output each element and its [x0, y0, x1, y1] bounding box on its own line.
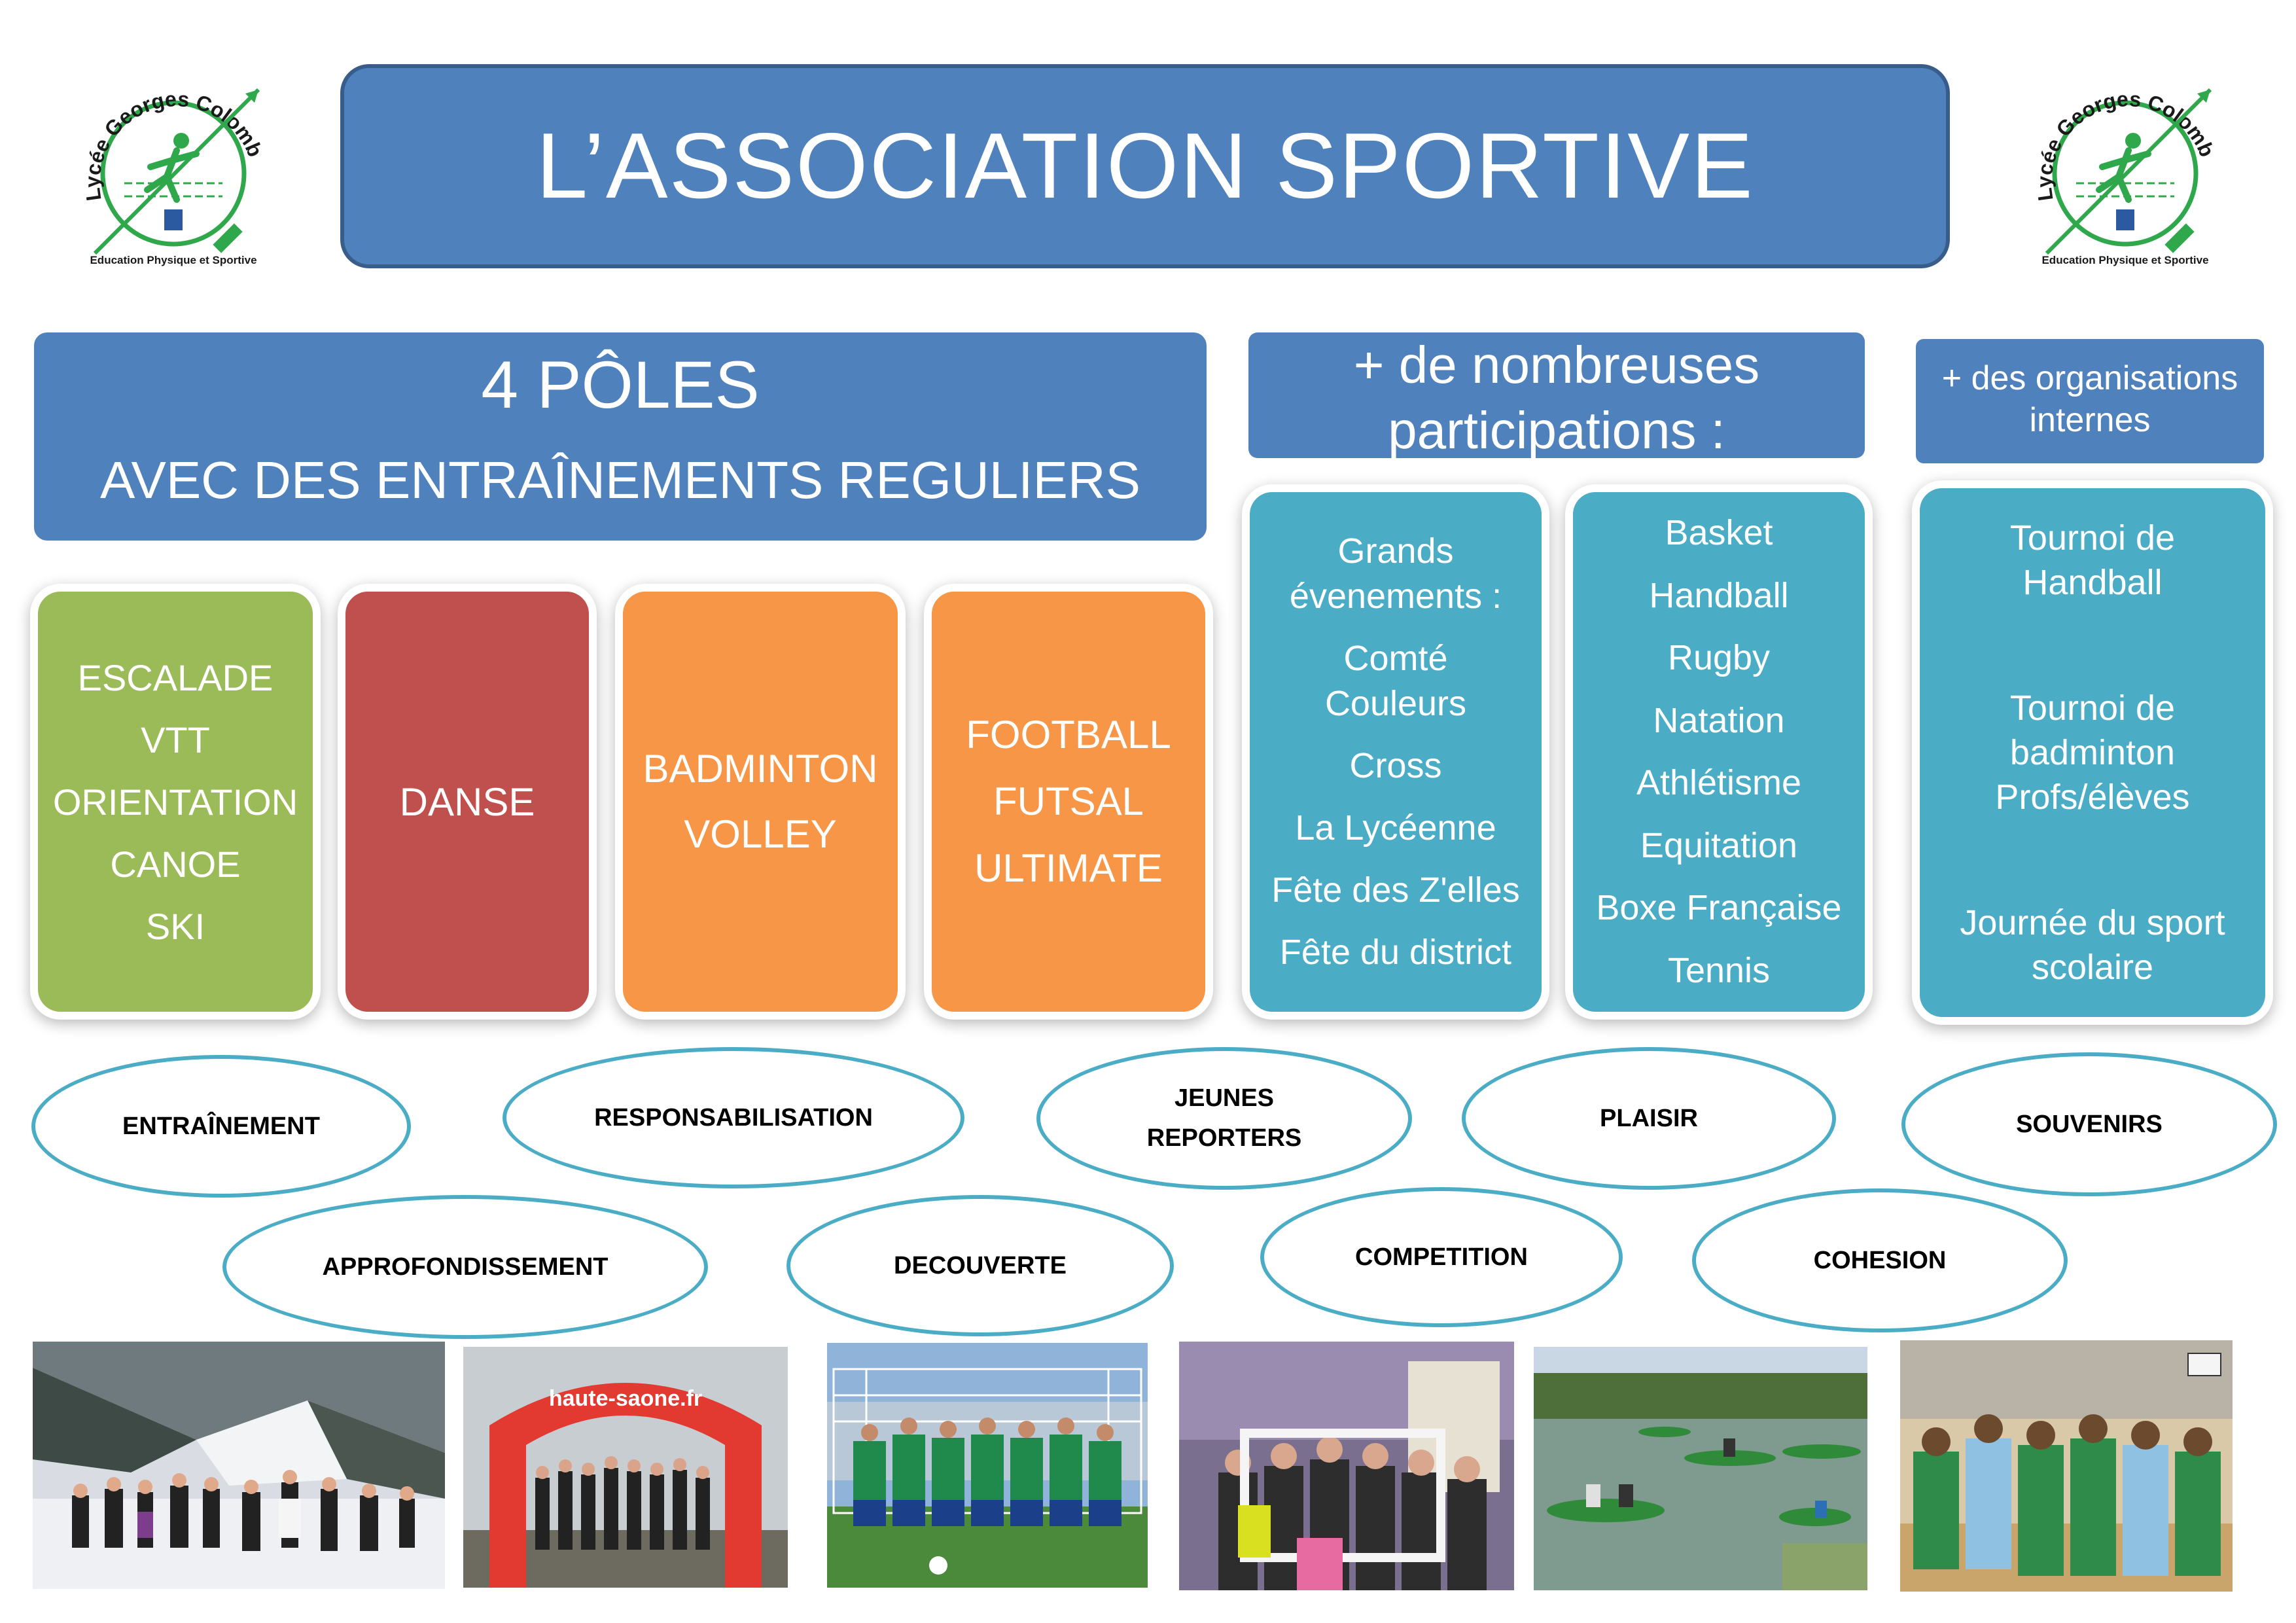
value-oval-memories: SOUVENIRS	[1901, 1052, 2277, 1196]
event-item: Cross	[1349, 746, 1442, 785]
sport-item: Tennis	[1667, 950, 1771, 990]
poles-subtitle: AVEC DES ENTRAÎNEMENTS REGULIERS	[100, 451, 1140, 509]
internal-item: Profs/élèves	[1995, 777, 2190, 817]
pole-card-racket: BADMINTON VOLLEY	[623, 592, 898, 1012]
participations-header: + de nombreuses participations :	[1248, 332, 1865, 459]
event-item: La Lycéenne	[1295, 808, 1496, 847]
pole-item: VTT	[141, 719, 210, 760]
value-label: RESPONSABILISATION	[594, 1103, 873, 1132]
sport-item: Athlétisme	[1636, 763, 1802, 802]
value-oval-competition: COMPETITION	[1260, 1187, 1623, 1327]
poles-title: 4 PÔLES	[481, 348, 760, 422]
photo-run-arch: haute-saone.fr	[463, 1347, 788, 1588]
internal-card: Tournoi de Handball Tournoi de badminton…	[1920, 488, 2265, 1017]
pole-item: VOLLEY	[684, 812, 837, 856]
event-item: Couleurs	[1324, 684, 1467, 723]
pole-item: ESCALADE	[77, 656, 274, 698]
internal-item: scolaire	[2031, 948, 2154, 987]
sports-card: Basket Handball Rugby Natation Athlétism…	[1573, 492, 1865, 1012]
internal-item: Journée du sport	[1960, 903, 2225, 942]
pole-item: ULTIMATE	[974, 846, 1163, 890]
event-item: Grands	[1337, 531, 1454, 571]
internal-item: Tournoi de	[2009, 518, 2176, 558]
value-label: DECOUVERTE	[894, 1251, 1067, 1279]
value-oval-fun: PLAISIR	[1462, 1047, 1836, 1190]
photo-reporters-frame	[1179, 1342, 1514, 1590]
sport-item: Rugby	[1667, 638, 1771, 677]
photo-canoe	[1534, 1347, 1867, 1590]
event-item: évenements :	[1289, 577, 1502, 616]
pole-item: SKI	[145, 905, 205, 947]
photo-football-team	[827, 1343, 1148, 1588]
pole-item: CANOE	[110, 843, 241, 885]
pole-item: FOOTBALL	[966, 713, 1171, 757]
value-label: PLAISIR	[1600, 1104, 1698, 1132]
internal-title-line1: + des organisations	[1941, 359, 2238, 397]
value-oval-discovery: DECOUVERTE	[786, 1195, 1174, 1336]
photo-ski	[33, 1342, 445, 1589]
pole-item: ORIENTATION	[52, 781, 298, 823]
pole-card-team: FOOTBALL FUTSAL ULTIMATE	[932, 592, 1205, 1012]
sport-item: Boxe Française	[1596, 888, 1842, 927]
value-label: SOUVENIRS	[2016, 1110, 2163, 1138]
sport-item: Basket	[1665, 513, 1773, 552]
participations-title-line1: + de nombreuses	[1353, 336, 1760, 394]
pole-item: FUTSAL	[993, 779, 1144, 823]
photo-gym-cohesion	[1900, 1340, 2233, 1592]
pole-item: DANSE	[399, 779, 535, 824]
poles-header: 4 PÔLES AVEC DES ENTRAÎNEMENTS REGULIERS	[34, 332, 1207, 541]
value-oval-responsibility: RESPONSABILISATION	[503, 1047, 964, 1188]
sport-item: Equitation	[1640, 825, 1798, 865]
logo-caption: Education Physique et Sportive	[90, 254, 256, 266]
pole-item: BADMINTON	[643, 747, 878, 791]
school-logo-right: Lycée Georges Colomb Education Physique …	[2014, 62, 2236, 278]
sport-item: Handball	[1649, 575, 1789, 615]
internal-title-line2: internes	[2029, 401, 2151, 439]
event-item: Fête du district	[1279, 933, 1512, 972]
value-label: ENTRAÎNEMENT	[122, 1112, 320, 1140]
arch-banner-text: haute-saone.fr	[549, 1386, 702, 1411]
value-oval-cohesion: COHESION	[1692, 1188, 2068, 1332]
value-label: REPORTERS	[1146, 1124, 1302, 1152]
internal-item: badminton	[2009, 733, 2176, 772]
value-oval-deepening: APPROFONDISSEMENT	[222, 1195, 708, 1339]
value-label: APPROFONDISSEMENT	[322, 1253, 609, 1281]
value-label: COHESION	[1813, 1246, 1947, 1274]
pole-card-outdoor: ESCALADE VTT ORIENTATION CANOE SKI	[38, 592, 313, 1012]
logo-caption: Education Physique et Sportive	[2041, 254, 2208, 266]
internal-item: Tournoi de	[2009, 688, 2176, 728]
page-title: L’ASSOCIATION SPORTIVE	[340, 64, 1950, 268]
events-card: Grands évenements : Comté Couleurs Cross…	[1250, 492, 1542, 1012]
event-item: Fête des Z'elles	[1271, 870, 1520, 910]
value-oval-training: ENTRAÎNEMENT	[31, 1055, 411, 1198]
value-label: COMPETITION	[1355, 1243, 1528, 1271]
sport-item: Natation	[1653, 700, 1785, 740]
value-label: JEUNES	[1174, 1084, 1275, 1113]
internal-header: + des organisations internes	[1916, 339, 2264, 463]
school-logo-left: Lycée Georges Colomb Education Physique …	[62, 62, 285, 278]
value-oval-reporters: JEUNES REPORTERS	[1036, 1047, 1412, 1190]
participations-title-line2: participations :	[1388, 401, 1725, 459]
pole-card-dance: DANSE	[345, 592, 589, 1012]
internal-item: Handball	[2022, 563, 2163, 602]
event-item: Comté	[1343, 639, 1448, 678]
